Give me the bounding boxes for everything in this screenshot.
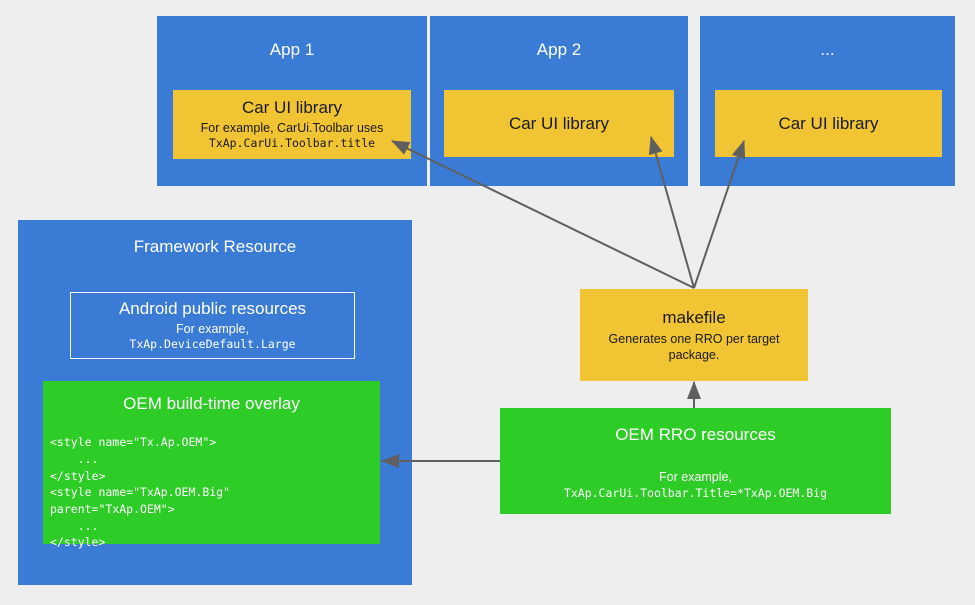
- android-public-resources-box: Android public resources For example, Tx…: [70, 292, 355, 359]
- oem-rro-resources-box: OEM RRO resources For example, TxAp.CarU…: [500, 408, 891, 514]
- makefile-box: makefile Generates one RRO per target pa…: [580, 289, 808, 381]
- app-container-3: ... Car UI library: [700, 16, 955, 186]
- car-ui-library-title-3: Car UI library: [778, 113, 879, 133]
- android-public-resources-title: Android public resources: [118, 299, 307, 319]
- car-ui-library-title-1: Car UI library: [241, 97, 343, 117]
- framework-resource-header: Framework Resource: [133, 237, 297, 256]
- car-ui-library-example-label-1: For example, CarUi.Toolbar uses: [200, 121, 384, 136]
- app-header-label-2: App 2: [536, 40, 582, 59]
- car-ui-library-box-1: Car UI library For example, CarUi.Toolba…: [173, 90, 411, 159]
- oem-rro-resources-example-code: TxAp.CarUi.Toolbar.Title=*TxAp.OEM.Big: [563, 485, 828, 500]
- car-ui-library-example-code-1: TxAp.CarUi.Toolbar.title: [208, 136, 376, 151]
- makefile-title: makefile: [662, 307, 726, 327]
- car-ui-library-box-3: Car UI library: [715, 90, 942, 157]
- makefile-description: Generates one RRO per target package.: [608, 331, 780, 363]
- oem-build-time-overlay-code: <style name="Tx.Ap.OEM"> ... </style> <s…: [50, 435, 231, 550]
- app-container-1: App 1 Car UI library For example, CarUi.…: [157, 16, 427, 186]
- framework-resource-container: Framework Resource Android public resour…: [18, 220, 412, 585]
- car-ui-library-box-2: Car UI library: [444, 90, 674, 157]
- app-header-label-3: ...: [820, 40, 835, 59]
- oem-build-time-overlay-box: OEM build-time overlay <style name="Tx.A…: [43, 381, 380, 549]
- oem-rro-resources-example-label: For example,: [659, 470, 732, 485]
- oem-build-time-overlay-title: OEM build-time overlay: [123, 394, 300, 413]
- android-public-resources-example-label: For example,: [176, 321, 249, 336]
- oem-rro-resources-title: OEM RRO resources: [615, 425, 776, 444]
- car-ui-library-title-2: Car UI library: [508, 113, 610, 133]
- app-header-label-1: App 1: [269, 40, 315, 59]
- android-public-resources-example-code: TxAp.DeviceDefault.Large: [129, 336, 296, 351]
- app-container-2: App 2 Car UI library: [430, 16, 688, 186]
